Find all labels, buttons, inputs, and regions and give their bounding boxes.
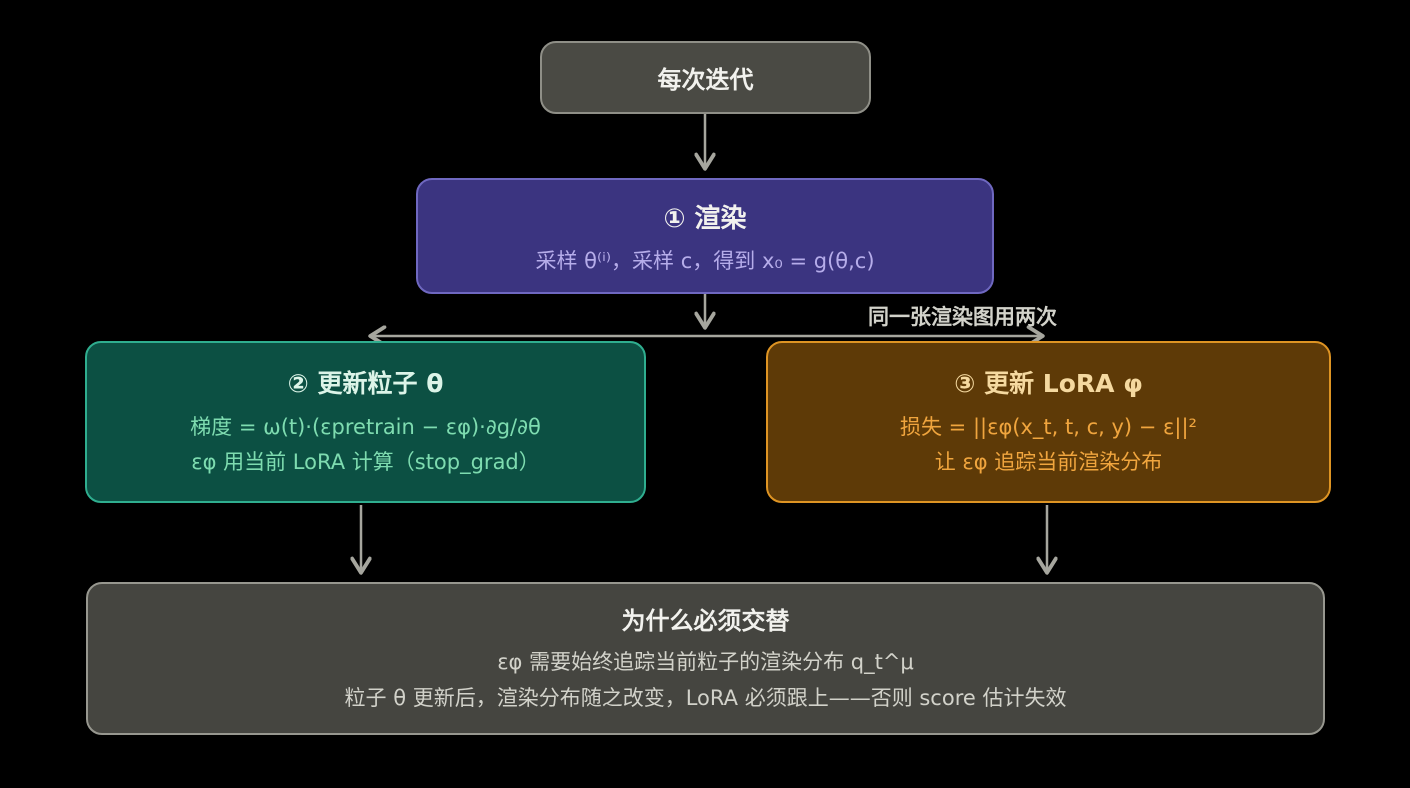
node-iteration-title: 每次迭代 — [657, 66, 754, 94]
node-step2-title: ② 更新粒子 θ — [287, 369, 444, 398]
node-step2-note: εφ 用当前 LoRA 计算（stop_grad） — [191, 450, 540, 474]
branch-edge-label: 同一张渲染图用两次 — [868, 305, 1057, 329]
node-why-title: 为什么必须交替 — [621, 607, 790, 635]
node-step3-loss-formula: 损失 = ||εφ(x_t, t, c, y) − ε||² — [900, 415, 1197, 439]
node-step1-formula: 采样 θ⁽ⁱ⁾，采样 c，得到 x₀ = g(θ,c) — [535, 248, 875, 273]
node-step3-update-lora: ③ 更新 LoRA φ 损失 = ||εφ(x_t, t, c, y) − ε|… — [766, 341, 1331, 503]
node-step3-note: 让 εφ 追踪当前渲染分布 — [934, 450, 1163, 474]
node-step1-render: ① 渲染 采样 θ⁽ⁱ⁾，采样 c，得到 x₀ = g(θ,c) — [416, 178, 994, 294]
node-why-alternate: 为什么必须交替 εφ 需要始终追踪当前粒子的渲染分布 q_t^μ 粒子 θ 更新… — [86, 582, 1325, 735]
node-why-line2: 粒子 θ 更新后，渲染分布随之改变，LoRA 必须跟上——否则 score 估计… — [344, 686, 1067, 710]
node-step2-update-particle: ② 更新粒子 θ 梯度 = ω(t)·(εpretrain − εφ)·∂g/∂… — [85, 341, 646, 503]
node-why-line1: εφ 需要始终追踪当前粒子的渲染分布 q_t^μ — [497, 650, 914, 674]
node-step3-title: ③ 更新 LoRA φ — [954, 369, 1143, 398]
node-iteration: 每次迭代 — [540, 41, 871, 114]
node-step1-title: ① 渲染 — [663, 203, 747, 234]
node-step2-gradient-formula: 梯度 = ω(t)·(εpretrain − εφ)·∂g/∂θ — [190, 415, 541, 439]
